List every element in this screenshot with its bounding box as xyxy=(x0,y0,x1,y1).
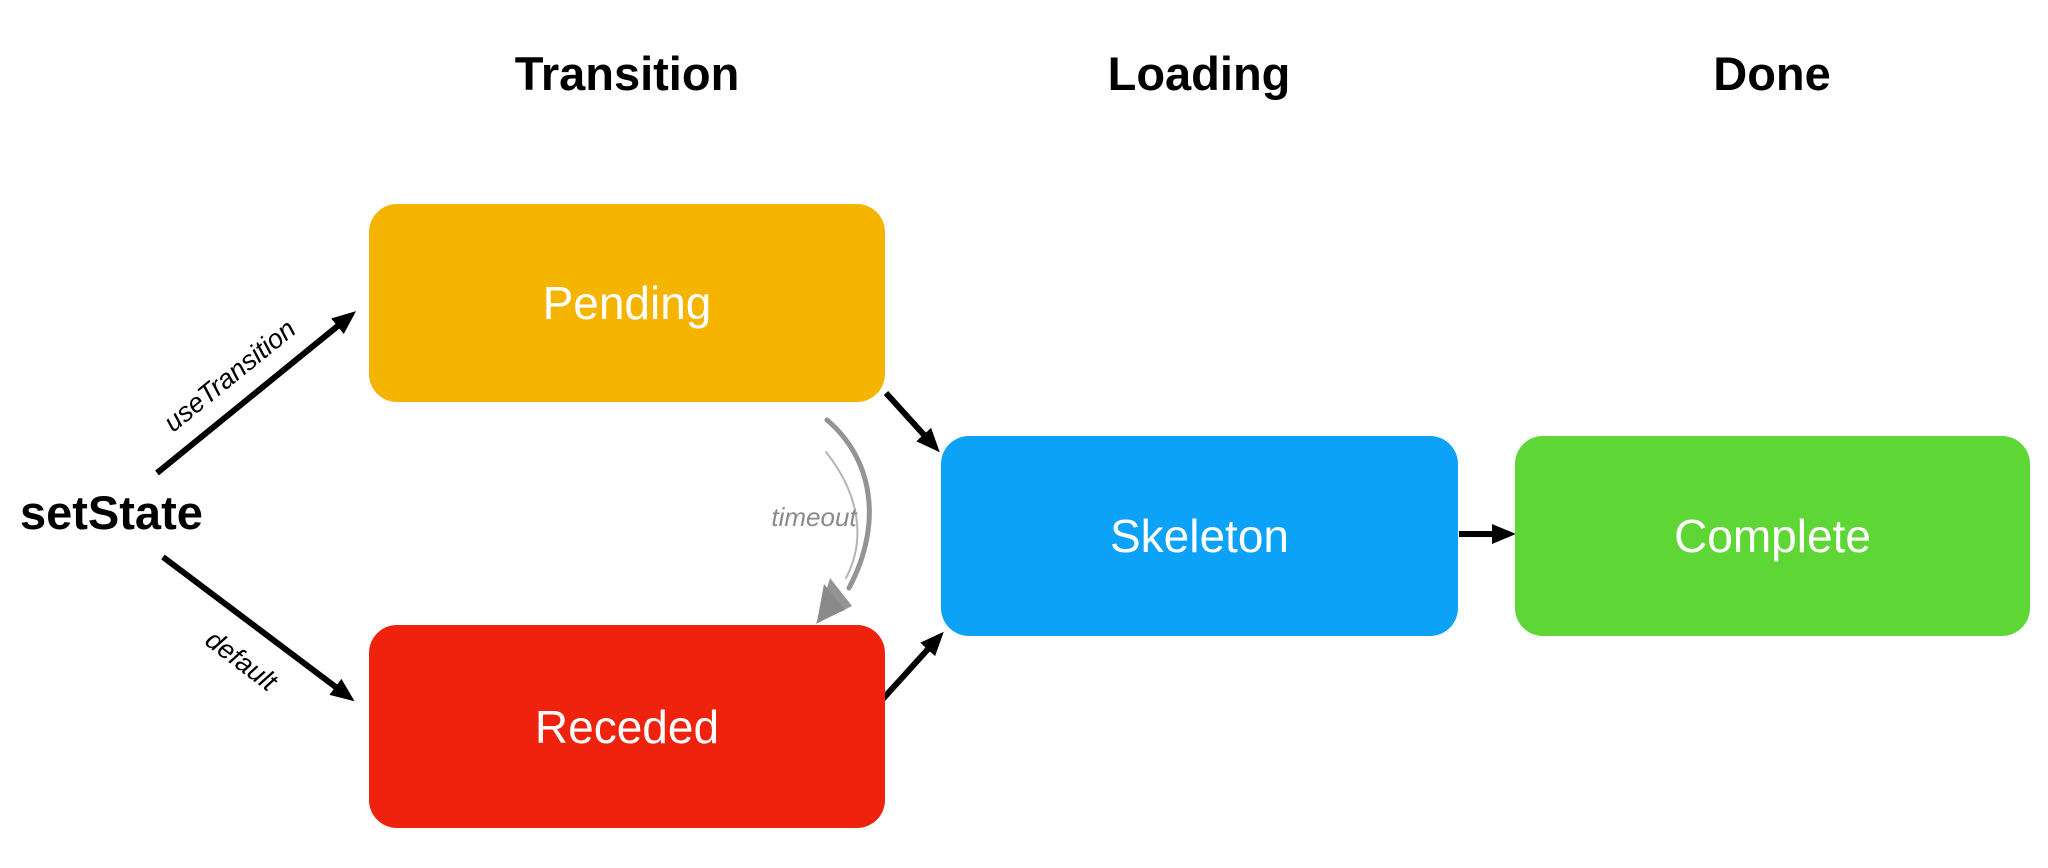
setstate-label: setState xyxy=(20,486,203,539)
node-skeleton: Skeleton xyxy=(941,436,1458,636)
edge-label-usetransition: useTransition xyxy=(158,313,302,438)
column-header-transition: Transition xyxy=(514,47,740,100)
node-receded: Receded xyxy=(369,625,885,828)
node-pending-label: Pending xyxy=(542,277,712,329)
column-header-done: Done xyxy=(1713,47,1831,100)
edge-pending-to-skeleton-line xyxy=(883,390,940,453)
node-skeleton-label: Skeleton xyxy=(1109,510,1289,562)
node-receded-label: Receded xyxy=(534,700,720,753)
node-pending: Pending xyxy=(369,204,885,402)
edge-label-timeout: timeout xyxy=(771,502,857,532)
column-header-loading: Loading xyxy=(1107,47,1291,100)
node-complete-label: Complete xyxy=(1674,510,1871,562)
edge-label-default: default xyxy=(199,624,283,697)
node-complete: Complete xyxy=(1515,436,2030,636)
edge-receded-to-skeleton-line xyxy=(878,631,944,704)
